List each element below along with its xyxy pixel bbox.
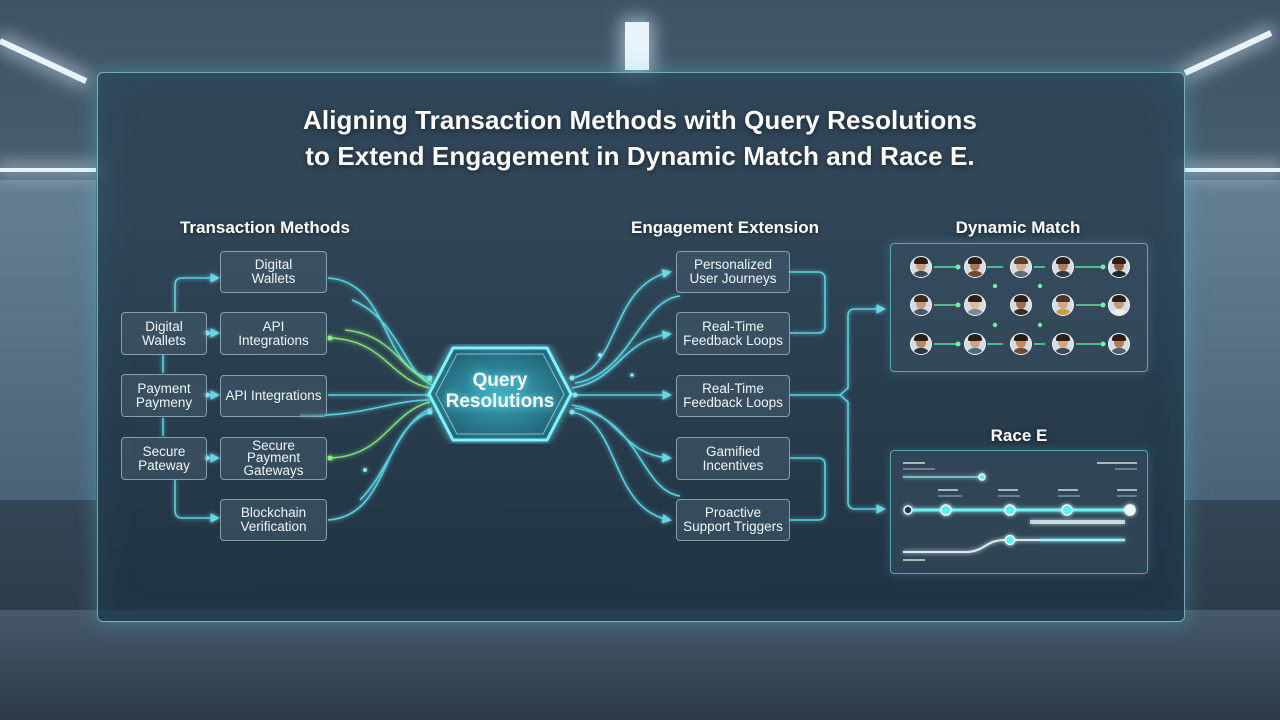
ceiling-light <box>0 168 96 172</box>
node-personalized-user-journeys: Personalized User Journeys <box>676 251 790 293</box>
avatar <box>910 333 932 355</box>
node-payment-left: Payment Paymeny <box>121 374 207 417</box>
node-secure-pateway-left: Secure Pateway <box>121 437 207 480</box>
avatar <box>910 294 932 316</box>
node-proactive-support-triggers: Proactive Support Triggers <box>676 499 790 541</box>
header-engagement-extension: Engagement Extension <box>631 218 819 237</box>
floor <box>0 610 1280 720</box>
avatar <box>1052 333 1074 355</box>
background-window-left <box>0 180 96 500</box>
avatar <box>964 294 986 316</box>
title-line-1: Aligning Transaction Methods with Query … <box>303 105 977 135</box>
background-window-right <box>1184 180 1280 500</box>
avatar <box>1108 294 1130 316</box>
node-digital-wallets: Digital Wallets <box>220 251 327 293</box>
avatar <box>1010 294 1032 316</box>
avatar <box>910 256 932 278</box>
node-blockchain-verification: Blockchain Verification <box>220 499 327 541</box>
ceiling-light <box>1184 168 1280 172</box>
header-dynamic-match: Dynamic Match <box>955 218 1081 237</box>
node-real-time-feedback-loops-2: Real-Time Feedback Loops <box>676 375 790 417</box>
node-api-integrations-2: API Integrations <box>220 375 327 417</box>
avatar <box>964 256 986 278</box>
avatar <box>1108 333 1130 355</box>
avatar <box>1052 256 1074 278</box>
ceiling-light <box>625 22 649 70</box>
node-gamified-incentives: Gamified Incentives <box>676 437 790 480</box>
race-e-panel <box>890 450 1148 574</box>
header-transaction-methods: Transaction Methods <box>179 218 351 237</box>
node-real-time-feedback-loops: Real-Time Feedback Loops <box>676 312 790 355</box>
title-line-2: to Extend Engagement in Dynamic Match an… <box>305 141 975 171</box>
avatar <box>1052 294 1074 316</box>
header-race-e: Race E <box>990 426 1048 445</box>
node-api-integrations: API Integrations <box>220 312 327 355</box>
avatar <box>1108 256 1130 278</box>
node-digital-wallets-left: Digital Wallets <box>121 312 207 355</box>
hub-label: Query Resolutions <box>445 370 555 412</box>
avatar <box>1010 256 1032 278</box>
avatar <box>964 333 986 355</box>
avatar <box>1010 333 1032 355</box>
query-resolutions-hub <box>427 346 573 442</box>
node-secure-payment-gateways: Secure Payment Gateways <box>220 437 327 480</box>
